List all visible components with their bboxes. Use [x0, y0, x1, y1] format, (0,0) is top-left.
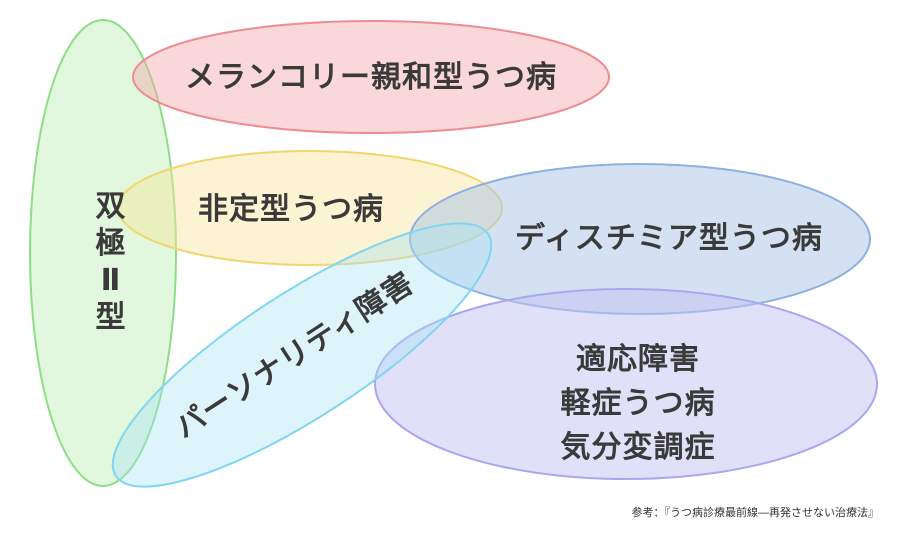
adjustment-label-group: 適応障害 軽症うつ病 気分変調症	[538, 338, 738, 470]
atypical-label: 非定型うつ病	[198, 192, 384, 227]
bipolar-label: 双極Ⅱ型	[95, 189, 127, 335]
dysthymia-label: ディスチミア型うつ病	[515, 221, 823, 256]
personality-ellipse	[111, 222, 493, 488]
bipolar-ellipse	[29, 19, 177, 487]
adjustment-label-line-3: 気分変調症	[560, 430, 716, 465]
adjustment-ellipse	[374, 288, 878, 480]
melancholy-ellipse	[132, 20, 610, 134]
reference-citation: 参考：『うつ病診療最前線―再発させない治療法』	[631, 506, 880, 519]
adjustment-label-line-1: 適応障害	[576, 342, 700, 377]
melancholy-label: メランコリー親和型うつ病	[185, 60, 557, 95]
adjustment-label-line-2: 軽症うつ病	[560, 386, 716, 421]
